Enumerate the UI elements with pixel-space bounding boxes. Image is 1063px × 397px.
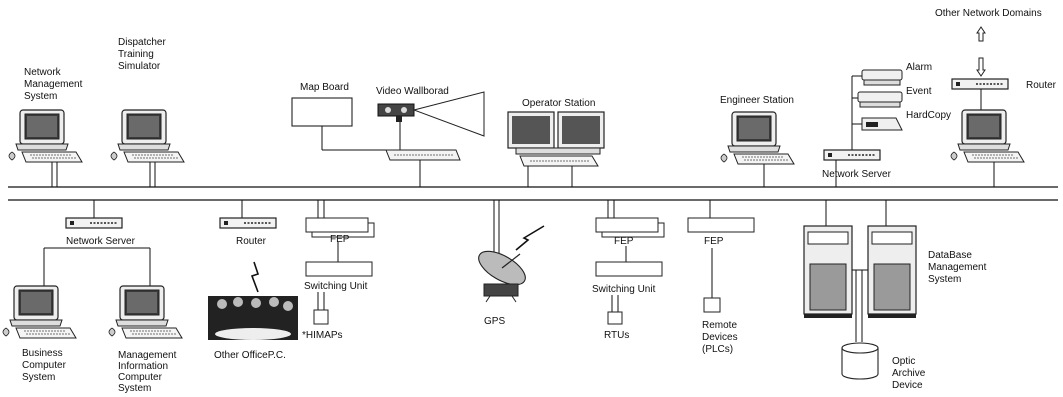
- svg-text:System: System: [24, 91, 57, 102]
- svg-text:Event: Event: [906, 86, 932, 97]
- svg-text:Simulator: Simulator: [118, 61, 161, 72]
- printer-icon: [861, 117, 903, 131]
- printer-hardcopy: HardCopy: [861, 110, 951, 131]
- monitor-icon: [507, 111, 555, 149]
- svg-text:Network Server: Network Server: [66, 236, 136, 247]
- disk-drum-icon: [841, 342, 879, 380]
- svg-text:Router: Router: [1026, 80, 1057, 91]
- lan-backbone: [8, 186, 1058, 201]
- svg-text:Business: Business: [22, 348, 63, 359]
- fep-1-group: FEP Switching Unit *HIMAPs: [302, 200, 375, 341]
- printer-icon: [857, 91, 903, 108]
- router-icon: [219, 217, 277, 229]
- video-wallboard: Video Wallborad: [376, 86, 485, 187]
- svg-text:FEP: FEP: [330, 234, 350, 245]
- dispatcher-training-workstation: Dispatcher Training Simulator: [110, 37, 185, 187]
- database-management-system: DataBase Management System: [803, 200, 987, 342]
- svg-text:GPS: GPS: [484, 316, 505, 327]
- svg-text:Network: Network: [24, 67, 62, 78]
- map-board: Map Board: [291, 82, 388, 151]
- optic-archive-device: Optic Archive Device: [841, 342, 926, 391]
- management-information-computer: Management Information Computer System: [108, 285, 183, 394]
- operator-station: Operator Station: [507, 98, 605, 187]
- computer-icon: [720, 111, 795, 165]
- svg-text:Operator Station: Operator Station: [522, 98, 595, 109]
- svg-text:Router: Router: [236, 236, 267, 247]
- fep-box: [595, 217, 665, 238]
- svg-text:Devices: Devices: [702, 332, 738, 343]
- svg-text:Training: Training: [118, 49, 154, 60]
- fep-2-group: FEP Switching Unit RTUs: [592, 200, 665, 341]
- network-server-left: Network Server: [43, 200, 151, 286]
- network-management-workstation: Network Management System: [8, 67, 83, 187]
- svg-text:System: System: [928, 274, 961, 285]
- server-cabinet-icon: [803, 225, 853, 318]
- svg-text:FEP: FEP: [704, 236, 724, 247]
- svg-text:RTUs: RTUs: [604, 330, 629, 341]
- fep-3-group: FEP Remote Devices (PLCs): [687, 200, 755, 355]
- svg-text:HardCopy: HardCopy: [906, 110, 951, 121]
- router-left: Router: [219, 200, 277, 293]
- computer-icon: [108, 285, 183, 339]
- switching-box: [595, 261, 663, 277]
- svg-text:Other Network Domains: Other Network Domains: [935, 8, 1042, 19]
- business-computer: Business Computer System: [2, 285, 77, 383]
- fep-box: [687, 217, 755, 233]
- svg-text:DataBase: DataBase: [928, 250, 972, 261]
- svg-text:Remote: Remote: [702, 320, 737, 331]
- svg-text:Other OfficeP.C.: Other OfficeP.C.: [214, 350, 286, 361]
- engineer-station: Engineer Station: [720, 95, 795, 187]
- other-office-pc: Other OfficeP.C.: [208, 296, 298, 361]
- projector-icon: [377, 103, 415, 122]
- switching-box: [305, 261, 373, 277]
- gps-group: GPS: [478, 200, 545, 327]
- svg-text:Device: Device: [892, 380, 923, 391]
- svg-text:*HIMAPs: *HIMAPs: [302, 330, 343, 341]
- server-cabinet-icon: [867, 225, 917, 318]
- svg-text:Management: Management: [118, 350, 177, 361]
- svg-text:Management: Management: [24, 79, 83, 90]
- router-top-right: Other Network Domains Router: [935, 8, 1057, 187]
- svg-text:Archive: Archive: [892, 368, 926, 379]
- computer-icon: [8, 109, 83, 163]
- svg-text:Switching Unit: Switching Unit: [304, 281, 368, 292]
- printer-icon: [861, 69, 903, 86]
- router-icon: [823, 149, 881, 161]
- printer-event: Event: [857, 86, 932, 108]
- meeting-people-icon: [208, 296, 298, 340]
- svg-text:Computer: Computer: [118, 372, 163, 383]
- svg-text:Alarm: Alarm: [906, 62, 932, 73]
- router-icon: [65, 217, 123, 229]
- svg-text:Computer: Computer: [22, 360, 67, 371]
- printer-alarm: Alarm: [861, 62, 932, 86]
- svg-text:FEP: FEP: [614, 236, 634, 247]
- svg-text:Optic: Optic: [892, 356, 915, 367]
- computer-icon: [110, 109, 185, 163]
- svg-text:System: System: [118, 383, 151, 394]
- svg-text:Information: Information: [118, 361, 168, 372]
- svg-text:Engineer Station: Engineer Station: [720, 95, 794, 106]
- svg-text:(PLCs): (PLCs): [702, 344, 733, 355]
- svg-text:Switching Unit: Switching Unit: [592, 284, 656, 295]
- satellite-dish-icon: [478, 250, 526, 303]
- router-icon: [951, 78, 1009, 90]
- network-server-right: Network Server: [822, 149, 892, 187]
- svg-text:Map Board: Map Board: [300, 82, 349, 93]
- svg-text:Network Server: Network Server: [822, 169, 892, 180]
- computer-icon: [950, 109, 1025, 163]
- svg-text:System: System: [22, 372, 55, 383]
- monitor-icon: [557, 111, 605, 149]
- computer-icon: [2, 285, 77, 339]
- svg-text:Management: Management: [928, 262, 987, 273]
- printer-links: [851, 75, 862, 150]
- svg-text:Video Wallborad: Video Wallborad: [376, 86, 449, 97]
- double-arrow-icon: [976, 26, 986, 77]
- svg-text:Dispatcher: Dispatcher: [118, 37, 166, 48]
